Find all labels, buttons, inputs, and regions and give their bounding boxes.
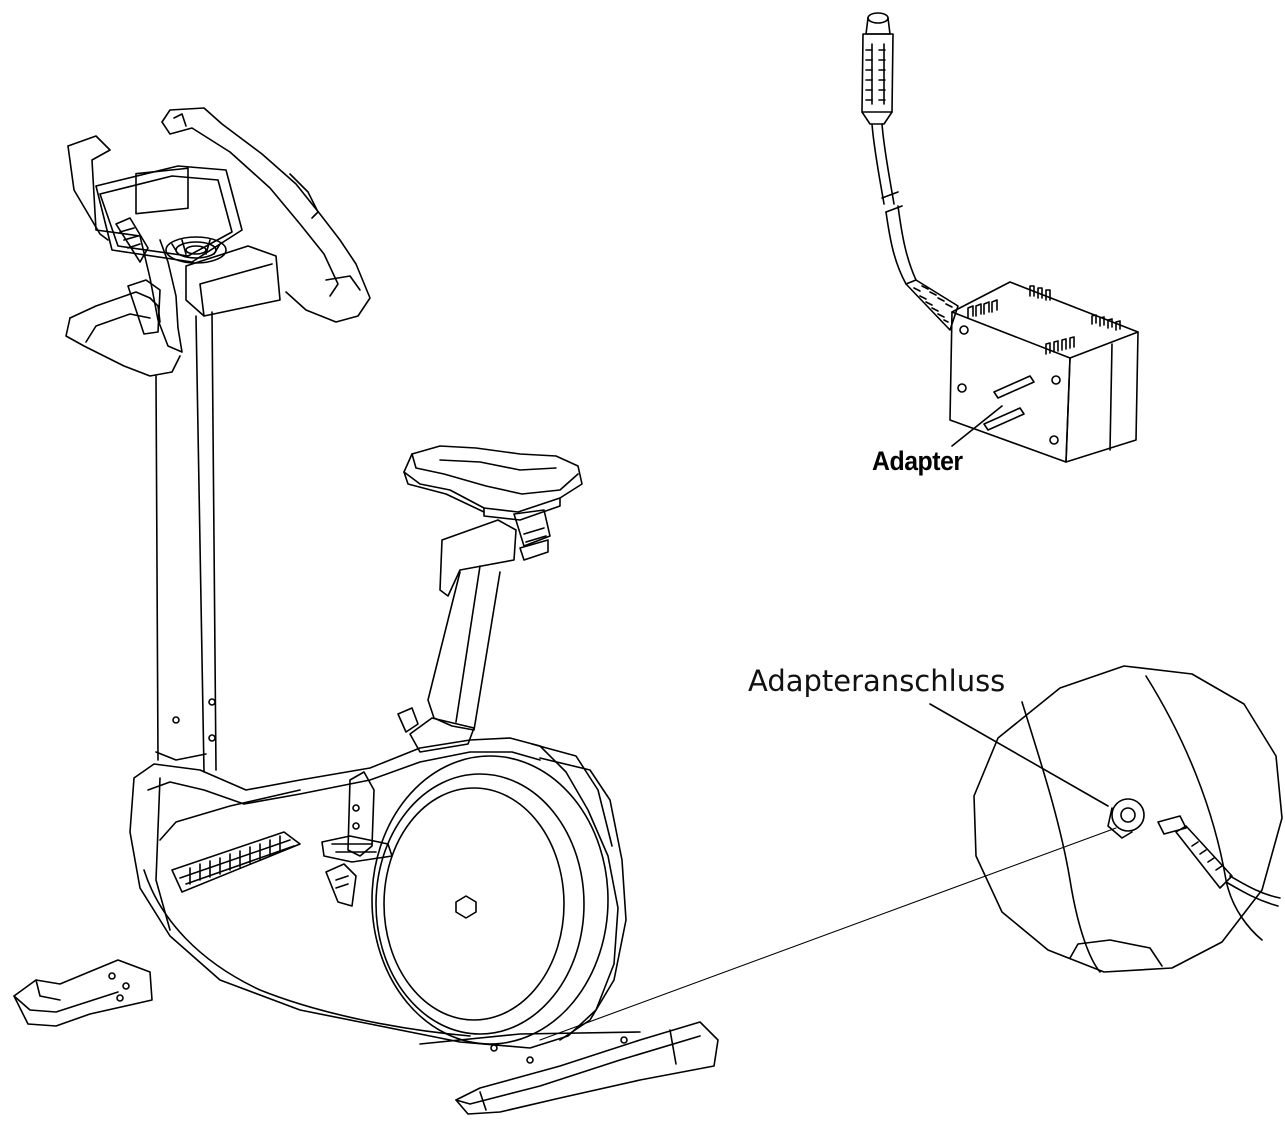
exercise-bike (14, 108, 718, 1114)
seat (404, 446, 582, 520)
rear-stabilizer (420, 1022, 718, 1114)
projection-line (540, 828, 1116, 1040)
adapter-plug (862, 13, 893, 124)
flywheel-cover (372, 744, 626, 1044)
handlebar (66, 108, 370, 376)
seat-post (398, 510, 550, 752)
adapter-strain-relief (906, 280, 958, 330)
main-frame (130, 738, 618, 1048)
power-adapter (862, 13, 1138, 462)
adapter-port (1108, 799, 1144, 838)
adapter-cable (872, 124, 916, 284)
side-vent (172, 832, 300, 892)
console (96, 166, 280, 334)
pedal-crank (322, 772, 392, 906)
front-stabilizer (14, 960, 152, 1026)
adapter-label: Adapter (872, 446, 963, 476)
adapter-leader-line (952, 406, 1002, 446)
adapter-port-label: Adapteranschluss (748, 664, 1006, 698)
adapter-body (950, 282, 1138, 462)
inserted-plug (1158, 816, 1280, 906)
port-leader-line (930, 704, 1108, 806)
zoom-detail-circle (930, 666, 1282, 972)
handlebar-post (156, 312, 216, 772)
flywheel-hub (456, 896, 476, 918)
console-screen (136, 168, 188, 213)
